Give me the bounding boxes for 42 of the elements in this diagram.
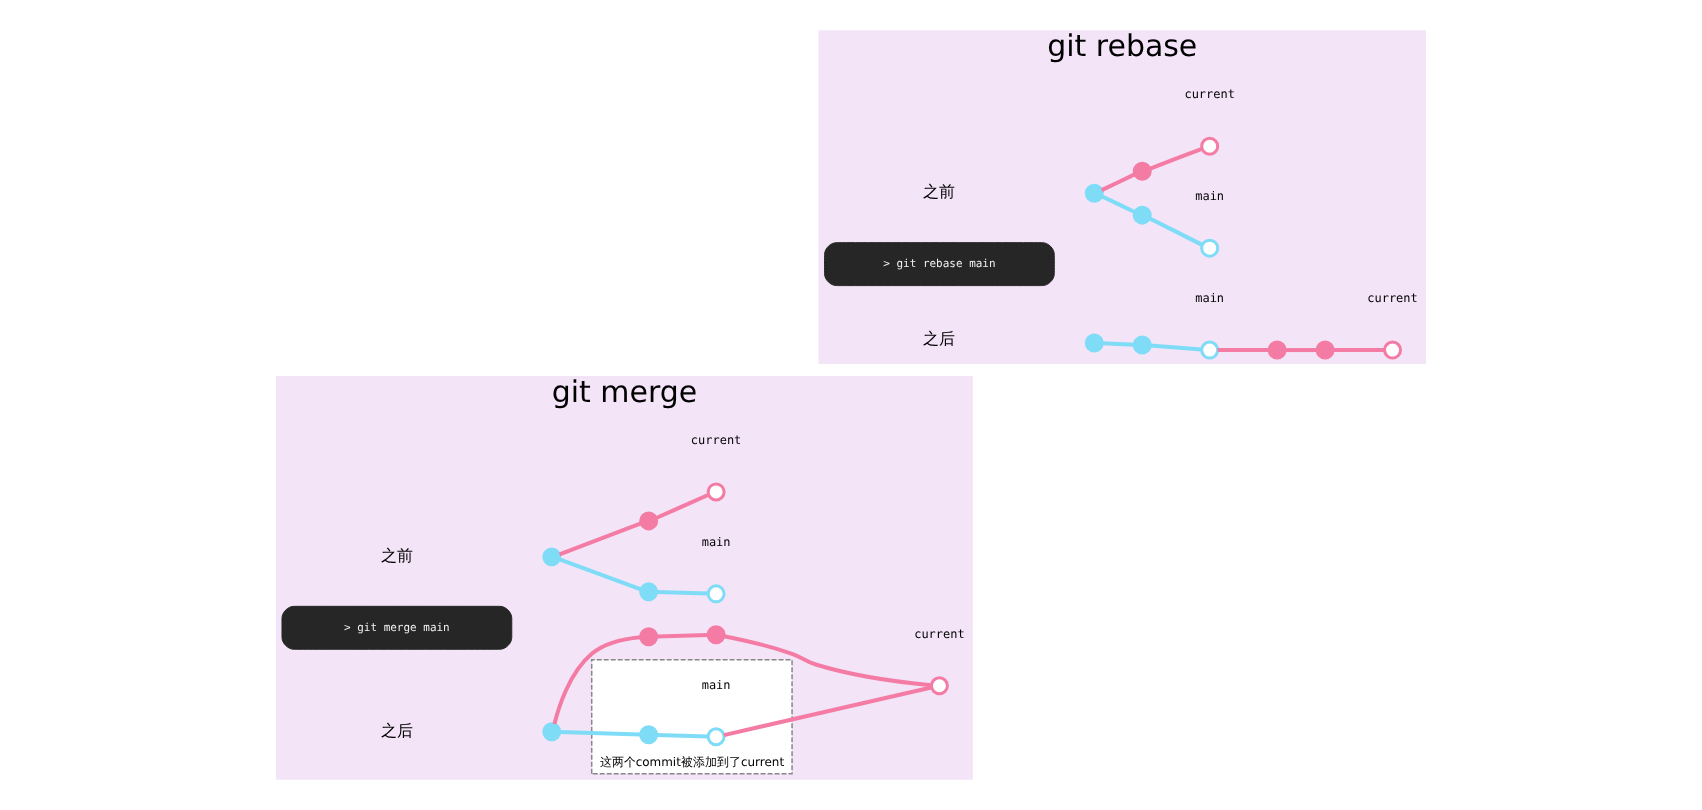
node-circle <box>706 727 726 747</box>
connector <box>558 521 642 557</box>
node-circle <box>1084 183 1104 203</box>
node-circle <box>542 722 562 742</box>
node-circle <box>1132 205 1152 225</box>
node-circle <box>1315 340 1335 360</box>
connector <box>656 633 709 639</box>
connector <box>1102 341 1135 347</box>
connector <box>1333 348 1385 353</box>
connector <box>558 557 642 592</box>
node-circle <box>639 582 659 602</box>
node-circle <box>639 627 659 647</box>
connector <box>723 634 932 688</box>
connector <box>1150 343 1202 352</box>
connector <box>723 685 932 738</box>
connector <box>559 729 641 737</box>
node-circle <box>1267 340 1287 360</box>
node-circle <box>1200 238 1220 258</box>
connector <box>552 635 641 725</box>
connector <box>655 492 710 520</box>
connector <box>656 590 709 596</box>
connector <box>656 732 709 739</box>
node-circle <box>1200 340 1220 360</box>
node-circle <box>542 547 562 567</box>
node-circle <box>1383 340 1403 360</box>
node-circle <box>929 676 949 696</box>
connector <box>1285 348 1317 353</box>
connector <box>1149 146 1203 171</box>
node-circle <box>639 725 659 745</box>
node-circle <box>1132 335 1152 355</box>
node-circle <box>706 584 726 604</box>
cluster <box>590 659 793 775</box>
node-circle <box>706 482 726 502</box>
node-circle <box>1084 333 1104 353</box>
node-circle <box>1200 136 1220 156</box>
node-circle <box>706 625 726 645</box>
node-circle <box>1132 161 1152 181</box>
connector <box>1100 194 1136 214</box>
connector <box>1100 172 1136 192</box>
node-circle <box>639 511 659 531</box>
connector <box>1148 216 1204 247</box>
connector <box>1217 348 1269 353</box>
